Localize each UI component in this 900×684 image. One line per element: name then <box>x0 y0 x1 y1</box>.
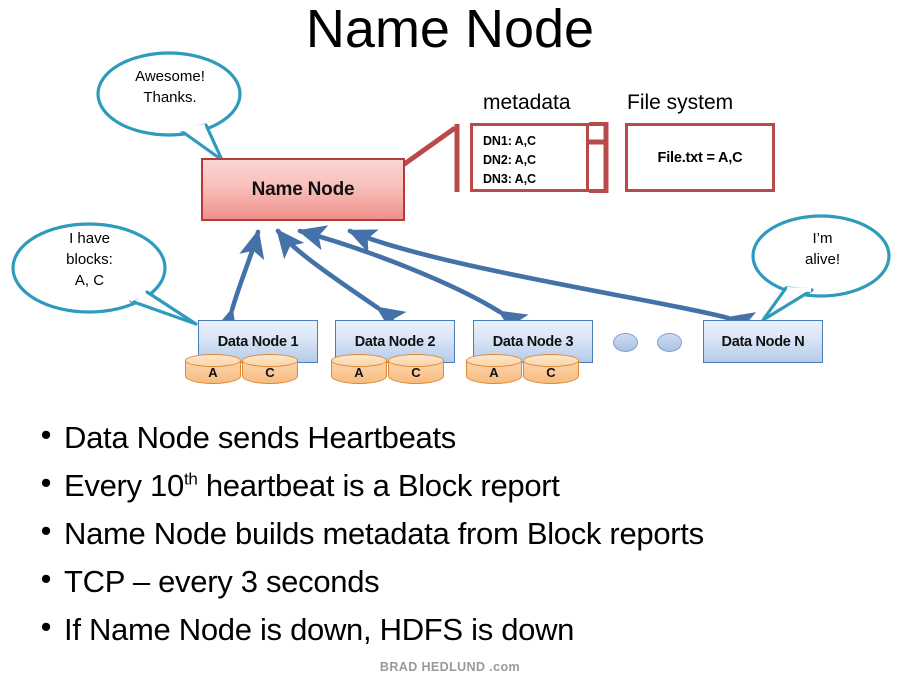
bullet-marker-icon: • <box>40 609 52 644</box>
block-label: C <box>265 365 275 380</box>
connector-metadata-filesystem <box>589 122 609 193</box>
metadata-line: DN3: A,C <box>483 172 536 186</box>
bullet-text: TCP – every 3 seconds <box>64 564 380 599</box>
connector-namenode-metadata <box>401 124 460 192</box>
metadata-line: DN2: A,C <box>483 153 536 167</box>
speech-bubble-alive-text: I’m alive! <box>804 230 841 268</box>
bullet-text: Name Node builds metadata from Block rep… <box>64 516 704 551</box>
bullet-item: • Name Node builds metadata from Block r… <box>28 511 888 559</box>
block-label: C <box>546 365 556 380</box>
arrow-namenode-datanode-3 <box>297 225 529 337</box>
arrow-namenode-datanode-2 <box>275 228 407 334</box>
data-node-label: Data Node N <box>721 333 805 350</box>
speech-bubble-awesome-text: Awesome! Thanks. <box>135 68 205 106</box>
name-node-box[interactable]: Name Node <box>201 158 405 221</box>
filesystem-box[interactable]: File.txt = A,C <box>625 123 775 192</box>
ellipsis-dot <box>613 333 638 352</box>
bullet-item: • Data Node sends Heartbeats <box>28 415 888 463</box>
data-node-label: Data Node 1 <box>217 333 299 350</box>
cylinder-top <box>388 354 444 367</box>
bullet-marker-icon: • <box>40 513 52 548</box>
metadata-line: DN1: A,C <box>483 134 536 148</box>
cylinder-top <box>331 354 387 367</box>
filesystem-entry: File.txt = A,C <box>657 149 743 166</box>
bullet-marker-icon: • <box>40 417 52 452</box>
block-cylinder[interactable]: A <box>466 354 522 387</box>
bullet-item: • If Name Node is down, HDFS is down <box>28 607 888 655</box>
bullet-marker-icon: • <box>40 561 52 596</box>
bullet-item: • TCP – every 3 seconds <box>28 559 888 607</box>
ellipsis-dot <box>657 333 682 352</box>
bullet-text: Data Node sends Heartbeats <box>64 420 456 455</box>
cylinder-top <box>523 354 579 367</box>
arrow-namenode-datanode-1 <box>212 229 265 339</box>
block-cylinder[interactable]: A <box>185 354 241 387</box>
speech-bubble-blocks-text: I have blocks: A, C <box>66 230 113 289</box>
block-label: A <box>489 365 499 380</box>
data-node-n-box[interactable]: Data Node N <box>703 320 823 363</box>
cylinder-top <box>242 354 298 367</box>
name-node-label: Name Node <box>251 178 355 200</box>
arrow-namenode-datanode-n <box>347 228 757 338</box>
metadata-heading: metadata <box>483 91 571 114</box>
page-title: Name Node <box>305 0 595 59</box>
metadata-box[interactable]: DN1: A,C DN2: A,C DN3: A,C <box>470 123 589 192</box>
bullet-item: • Every 10th heartbeat is a Block report <box>28 463 888 511</box>
bullet-text: If Name Node is down, HDFS is down <box>64 612 575 647</box>
block-label: C <box>411 365 421 380</box>
bullet-marker-icon: • <box>40 465 52 500</box>
block-label: A <box>354 365 364 380</box>
data-node-label: Data Node 3 <box>492 333 574 350</box>
bullet-list: • Data Node sends Heartbeats • Every 10t… <box>28 415 888 655</box>
block-cylinder[interactable]: C <box>523 354 579 387</box>
block-label: A <box>208 365 218 380</box>
bullet-text: Every 10th heartbeat is a Block report <box>64 468 560 503</box>
data-node-label: Data Node 2 <box>354 333 436 350</box>
filesystem-heading: File system <box>627 91 734 114</box>
block-cylinder[interactable]: C <box>388 354 444 387</box>
heartbeat-arrows <box>212 225 757 339</box>
cylinder-top <box>466 354 522 367</box>
block-cylinder[interactable]: A <box>331 354 387 387</box>
block-cylinder[interactable]: C <box>242 354 298 387</box>
cylinder-top <box>185 354 241 367</box>
footer-attribution: BRAD HEDLUND .com <box>379 660 521 674</box>
